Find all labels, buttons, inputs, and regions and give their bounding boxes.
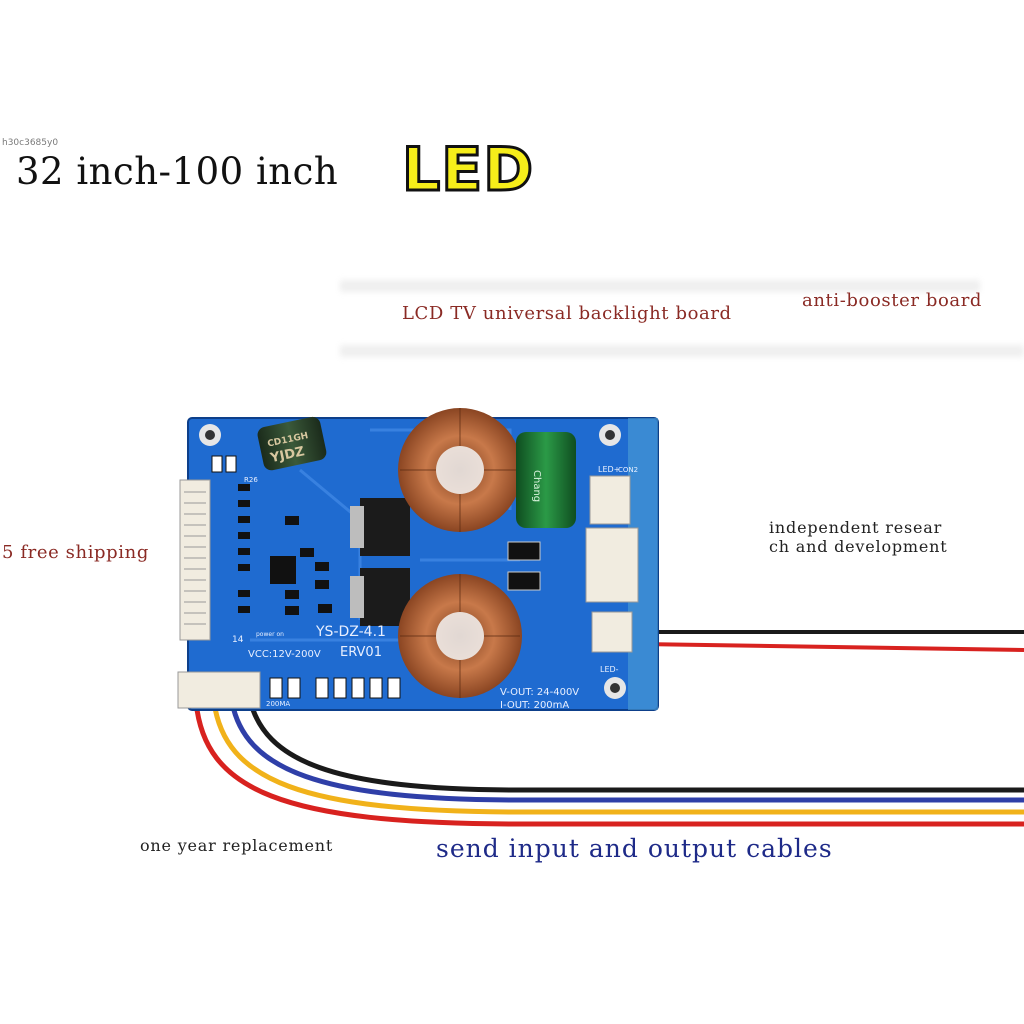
- board-vcc: VCC:12V-200V: [248, 649, 321, 660]
- led-minus-label: LED-: [600, 665, 619, 674]
- board-vout: V-OUT: 24-400V: [500, 687, 579, 698]
- power-label: power on: [256, 631, 284, 638]
- led-badge: LED: [400, 135, 535, 205]
- capacitor-large: [516, 432, 576, 528]
- blurred-text-band-top: [340, 280, 980, 292]
- ma-label: 200MA: [266, 700, 290, 708]
- board-model: YS-DZ-4.1: [315, 624, 386, 640]
- watermark-text: h30c3685y0: [2, 138, 59, 148]
- blurred-text-band-bottom: [340, 345, 1024, 357]
- headline-size-range: 32 inch-100 inch: [16, 150, 339, 193]
- output-wires: [639, 630, 1024, 652]
- cap-large-text: Chang: [531, 470, 542, 502]
- caption-anti-booster: anti-booster board: [802, 290, 983, 311]
- caption-one-year-replacement: one year replacement: [140, 836, 334, 855]
- led-plus-label: LED+: [598, 465, 620, 474]
- capacitor-small: [257, 416, 327, 471]
- connector-label: CON2: [618, 466, 638, 474]
- board-revision: ERV01: [340, 645, 382, 660]
- caption-backlight-board: LCD TV universal backlight board: [402, 303, 732, 324]
- input-wires: [193, 699, 1024, 827]
- caption-cables: send input and output cables: [436, 834, 833, 863]
- pin-14-label: 14: [232, 635, 244, 645]
- caption-research-line2: ch and development: [769, 537, 948, 556]
- cap-small-text: YJDZ: [268, 444, 306, 466]
- caption-free-shipping: 5 free shipping: [2, 542, 149, 563]
- caption-research-line1: independent resear: [769, 518, 943, 537]
- board-iout: I-OUT: 200mA: [500, 700, 569, 711]
- r26-label: R26: [244, 476, 258, 484]
- pcb: [177, 408, 659, 711]
